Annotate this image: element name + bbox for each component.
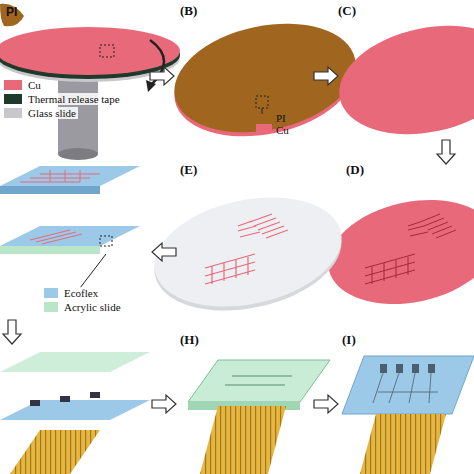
cu-wafer: [329, 10, 474, 149]
part-label: Glass slide: [26, 107, 78, 119]
spin-coater: [0, 4, 180, 160]
final-device: [342, 356, 474, 474]
part-label: Cu: [26, 79, 43, 91]
encapsulated-device: [188, 360, 330, 474]
panel-label: (I): [342, 333, 356, 347]
pi-on-cu-wafer: [164, 8, 366, 152]
panel-label: (B): [180, 4, 197, 18]
part-label: Thermal release tape: [26, 93, 122, 105]
part-label: PI: [276, 112, 286, 124]
ecoflex-layers: [0, 166, 140, 312]
panel-label: (C): [338, 4, 356, 18]
part-label: Acrylic slide: [62, 301, 123, 313]
panel-label: (H): [180, 333, 199, 347]
part-label: Cu: [276, 124, 289, 136]
panel-label: (E): [180, 163, 197, 177]
transferred-electrodes: [144, 181, 351, 326]
part-label: Ecoflex: [62, 287, 100, 299]
patterned-cu-wafer: [318, 185, 474, 318]
panel-label: (D): [346, 163, 364, 177]
part-label: PI: [6, 6, 17, 19]
assembly-layers: [0, 352, 150, 474]
